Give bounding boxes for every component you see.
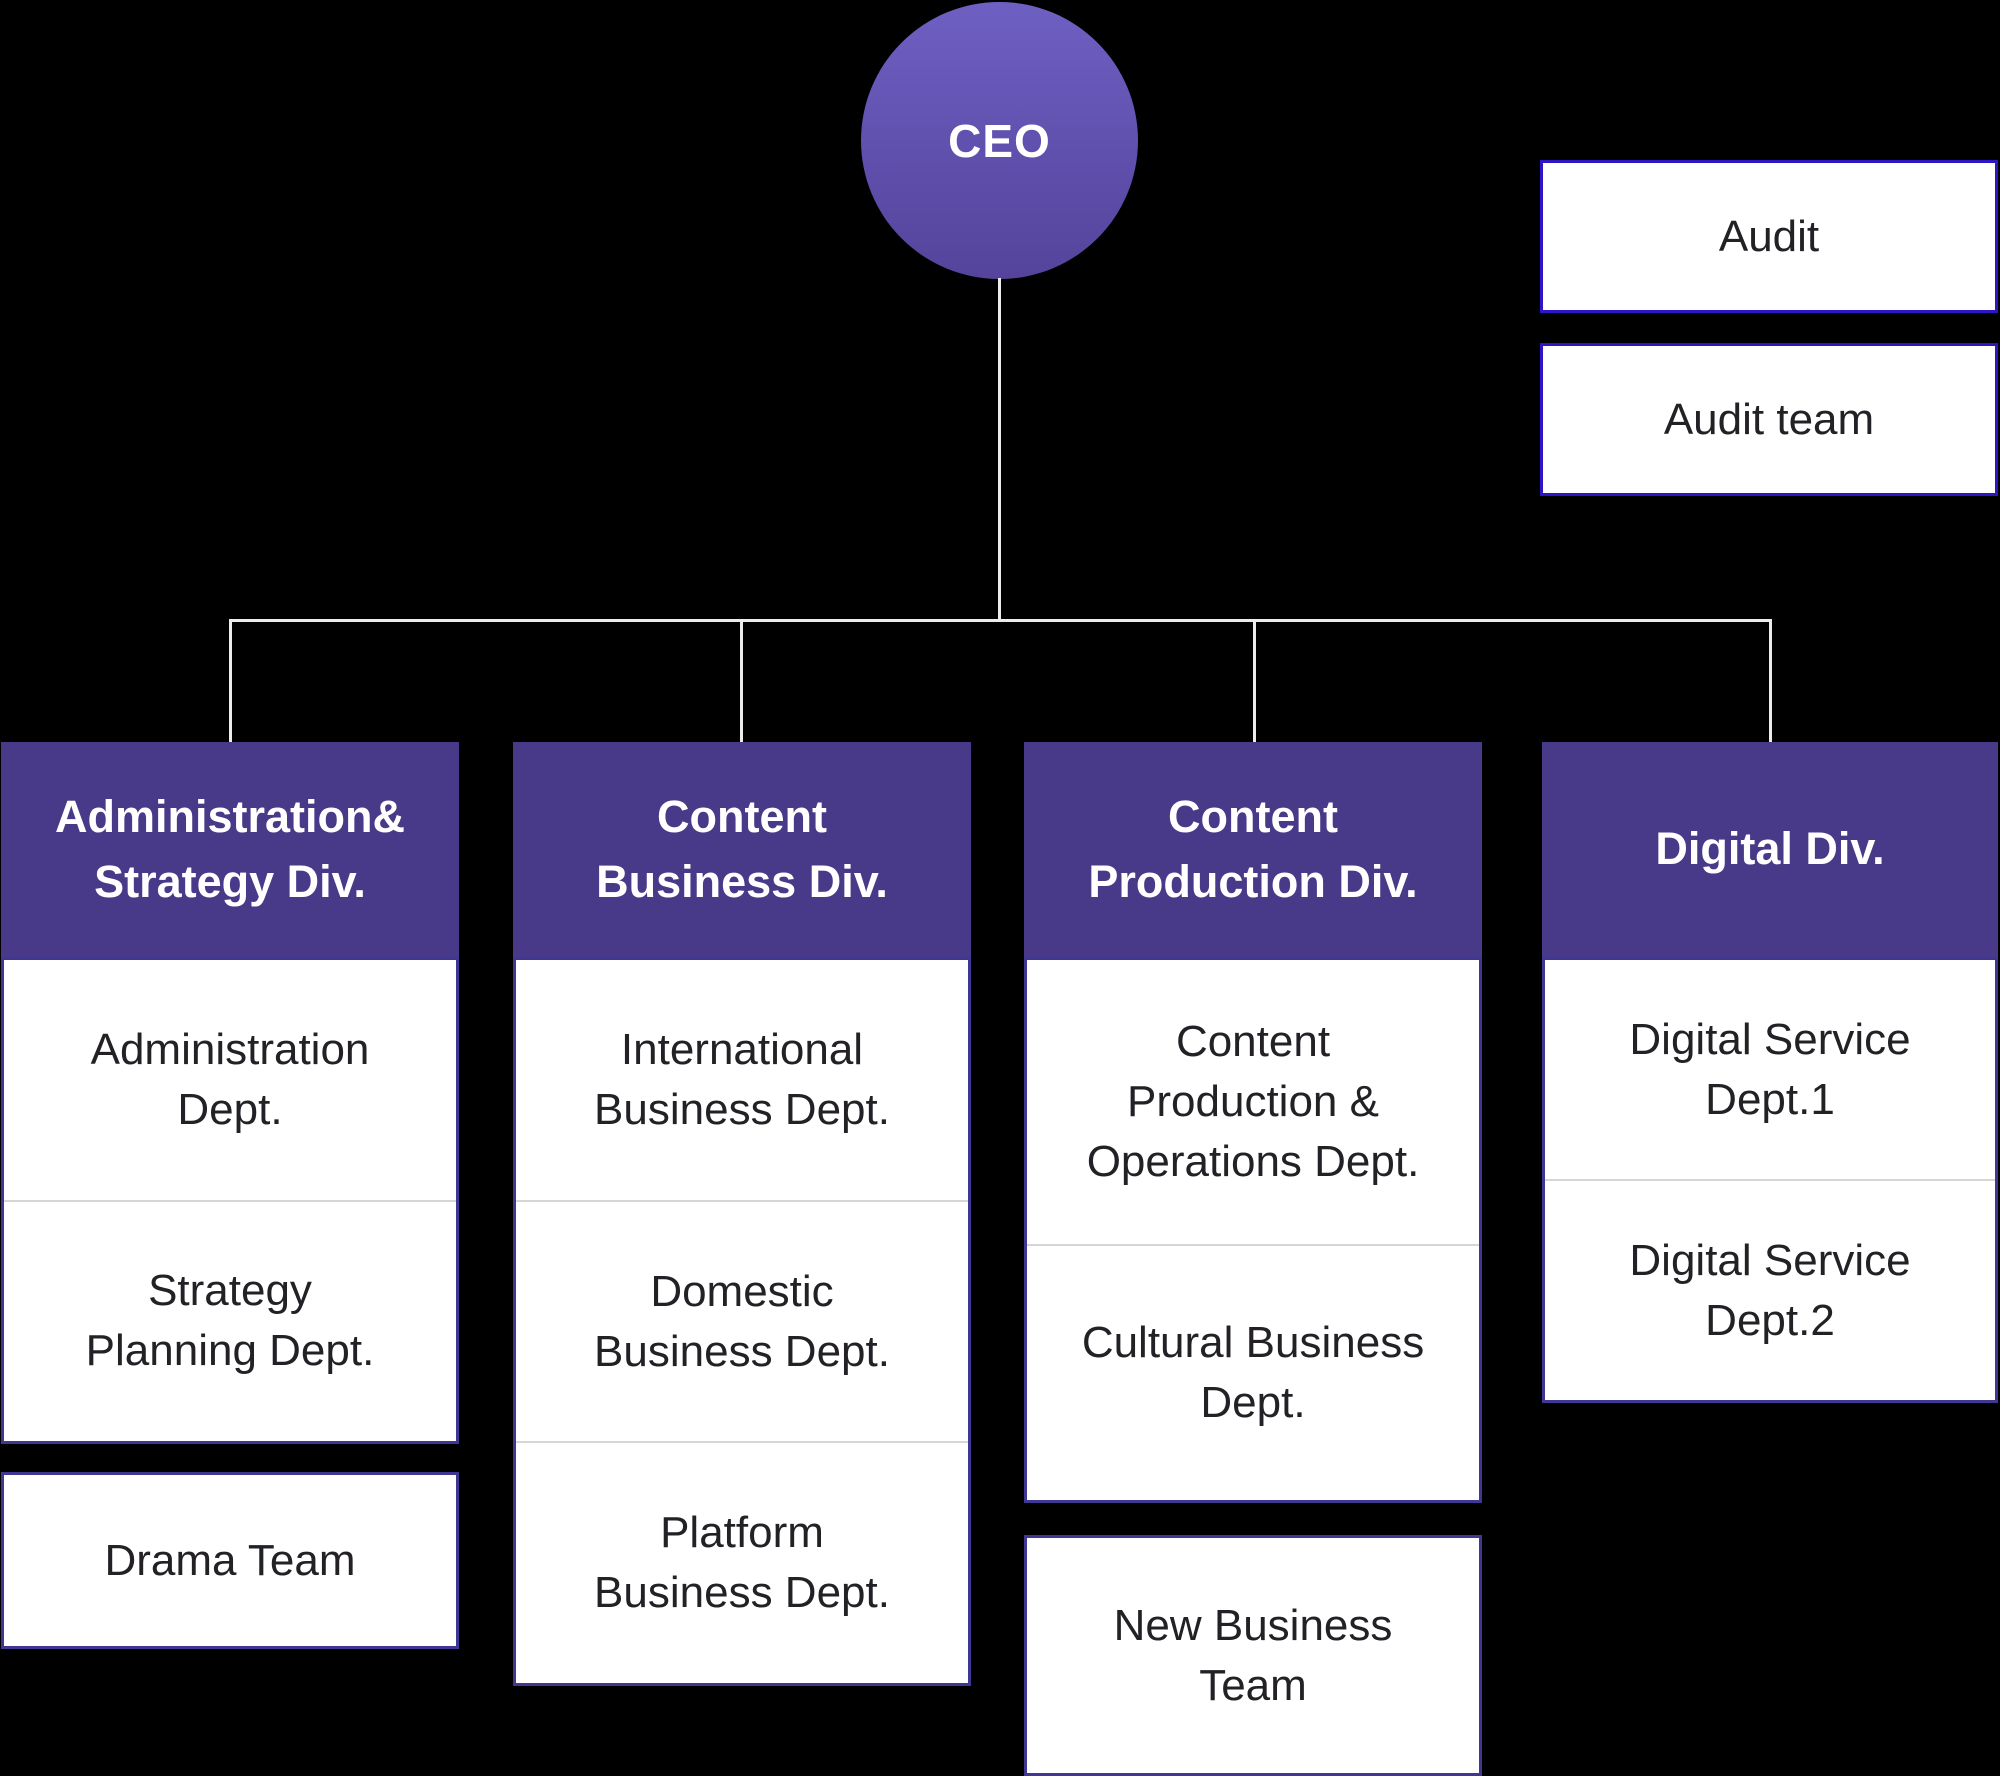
division-column-content-business: Content Business Div. International Busi… [513, 742, 971, 1686]
team-label: New Business Team [1113, 1600, 1393, 1710]
department-cell: Cultural Business Dept. [1027, 1244, 1479, 1500]
audit-box: Audit [1540, 160, 1998, 313]
department-label: Digital Service Dept.1 [1629, 1014, 1911, 1124]
division-column-content-production: Content Production Div. Content Producti… [1024, 742, 1482, 1503]
department-label: Digital Service Dept.2 [1629, 1235, 1911, 1345]
department-label: Content Production & Operations Dept. [1086, 1017, 1420, 1187]
audit-team-label: Audit team [1663, 394, 1875, 444]
division-body: Administration Dept. Strategy Planning D… [1, 957, 459, 1444]
connector-drop-division-1 [229, 619, 232, 744]
department-label: Administration Dept. [90, 1024, 370, 1134]
ceo-label: CEO [948, 114, 1051, 167]
department-cell: Domestic Business Dept. [516, 1199, 968, 1442]
division-body: International Business Dept. Domestic Bu… [513, 957, 971, 1686]
division-title: Content Business Div. [596, 790, 888, 907]
department-cell: Administration Dept. [4, 960, 456, 1200]
department-cell: Digital Service Dept.1 [1545, 960, 1995, 1179]
division-column-admin-strategy: Administration& Strategy Div. Administra… [1, 742, 459, 1444]
connector-drop-division-3 [1253, 619, 1256, 744]
department-cell: Digital Service Dept.2 [1545, 1179, 1995, 1400]
team-box-drama: Drama Team [1, 1472, 459, 1649]
division-column-digital: Digital Div. Digital Service Dept.1 Digi… [1542, 742, 1998, 1403]
connector-horizontal [229, 619, 1772, 622]
connector-drop-division-4 [1769, 619, 1772, 744]
division-body: Digital Service Dept.1 Digital Service D… [1542, 957, 1998, 1403]
division-header: Content Business Div. [513, 742, 971, 957]
department-cell: Platform Business Dept. [516, 1441, 968, 1683]
department-label: Platform Business Dept. [594, 1508, 890, 1618]
department-cell: Content Production & Operations Dept. [1027, 960, 1479, 1244]
division-header: Administration& Strategy Div. [1, 742, 459, 957]
audit-team-box: Audit team [1540, 343, 1998, 496]
team-box-new-business: New Business Team [1024, 1535, 1482, 1776]
department-label: Strategy Planning Dept. [85, 1266, 375, 1376]
team-label: Drama Team [104, 1535, 356, 1585]
division-header: Content Production Div. [1024, 742, 1482, 957]
audit-label: Audit [1718, 211, 1820, 261]
connector-ceo-vertical [998, 278, 1001, 621]
department-label: Domestic Business Dept. [594, 1266, 890, 1376]
division-title: Digital Div. [1655, 823, 1885, 875]
department-label: Cultural Business Dept. [1081, 1318, 1425, 1428]
department-label: International Business Dept. [594, 1025, 890, 1134]
division-title: Administration& Strategy Div. [54, 790, 405, 907]
department-cell: Strategy Planning Dept. [4, 1199, 456, 1442]
division-header: Digital Div. [1542, 742, 1998, 957]
department-cell: International Business Dept. [516, 960, 968, 1200]
connector-drop-division-2 [740, 619, 743, 744]
ceo-node: CEO [861, 2, 1138, 279]
division-title: Content Production Div. [1088, 790, 1418, 907]
division-body: Content Production & Operations Dept. Cu… [1024, 957, 1482, 1503]
